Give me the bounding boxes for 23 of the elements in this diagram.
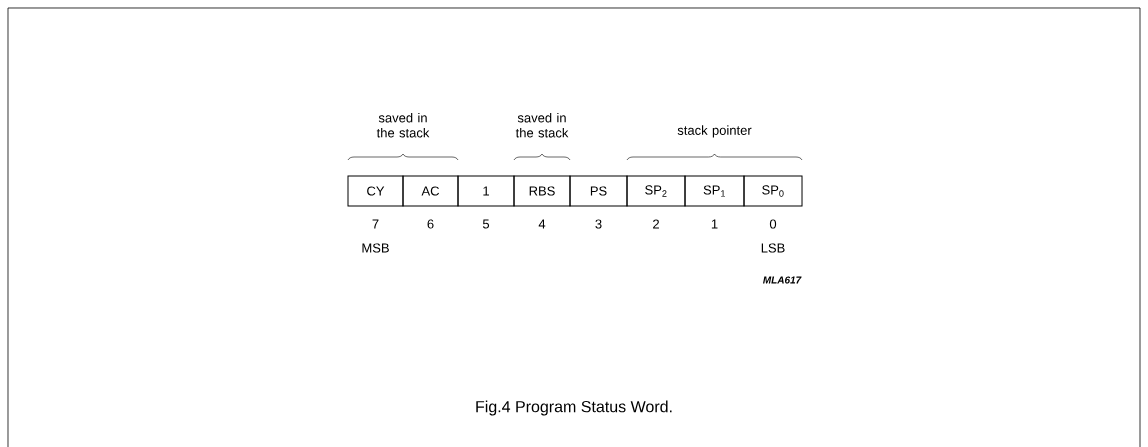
bit-number: 7 (372, 219, 379, 229)
bit-number: 1 (711, 219, 718, 229)
bit-number: 4 (538, 219, 546, 229)
bit-number: 2 (653, 219, 659, 229)
register-cell: PS (569, 175, 628, 207)
bit-number: 6 (427, 219, 434, 229)
brace-label: stack pointer (677, 125, 752, 138)
register-cell: SP$_{1}$ (684, 175, 745, 207)
register-cell: 1 (457, 175, 515, 207)
figure-code: MLA617 (763, 276, 802, 284)
caption: Fig.4 Program Status Word. (476, 400, 672, 416)
brace-label: saved in the stack (376, 112, 430, 138)
bit-number: 3 (595, 219, 602, 229)
brace-label: saved in the stack (515, 112, 569, 138)
register-cell: CY (347, 175, 404, 207)
bit-number: 0 (769, 219, 777, 229)
bit-number: 5 (482, 219, 490, 229)
lsb-label: LSB (761, 243, 785, 253)
register-cell: RBS (513, 175, 571, 207)
msb-label: MSB (362, 243, 389, 253)
register-cell: AC (402, 175, 459, 207)
register-cell: SP$_{0}$ (743, 175, 803, 207)
register-cell: SP$_{2}$ (626, 175, 686, 207)
